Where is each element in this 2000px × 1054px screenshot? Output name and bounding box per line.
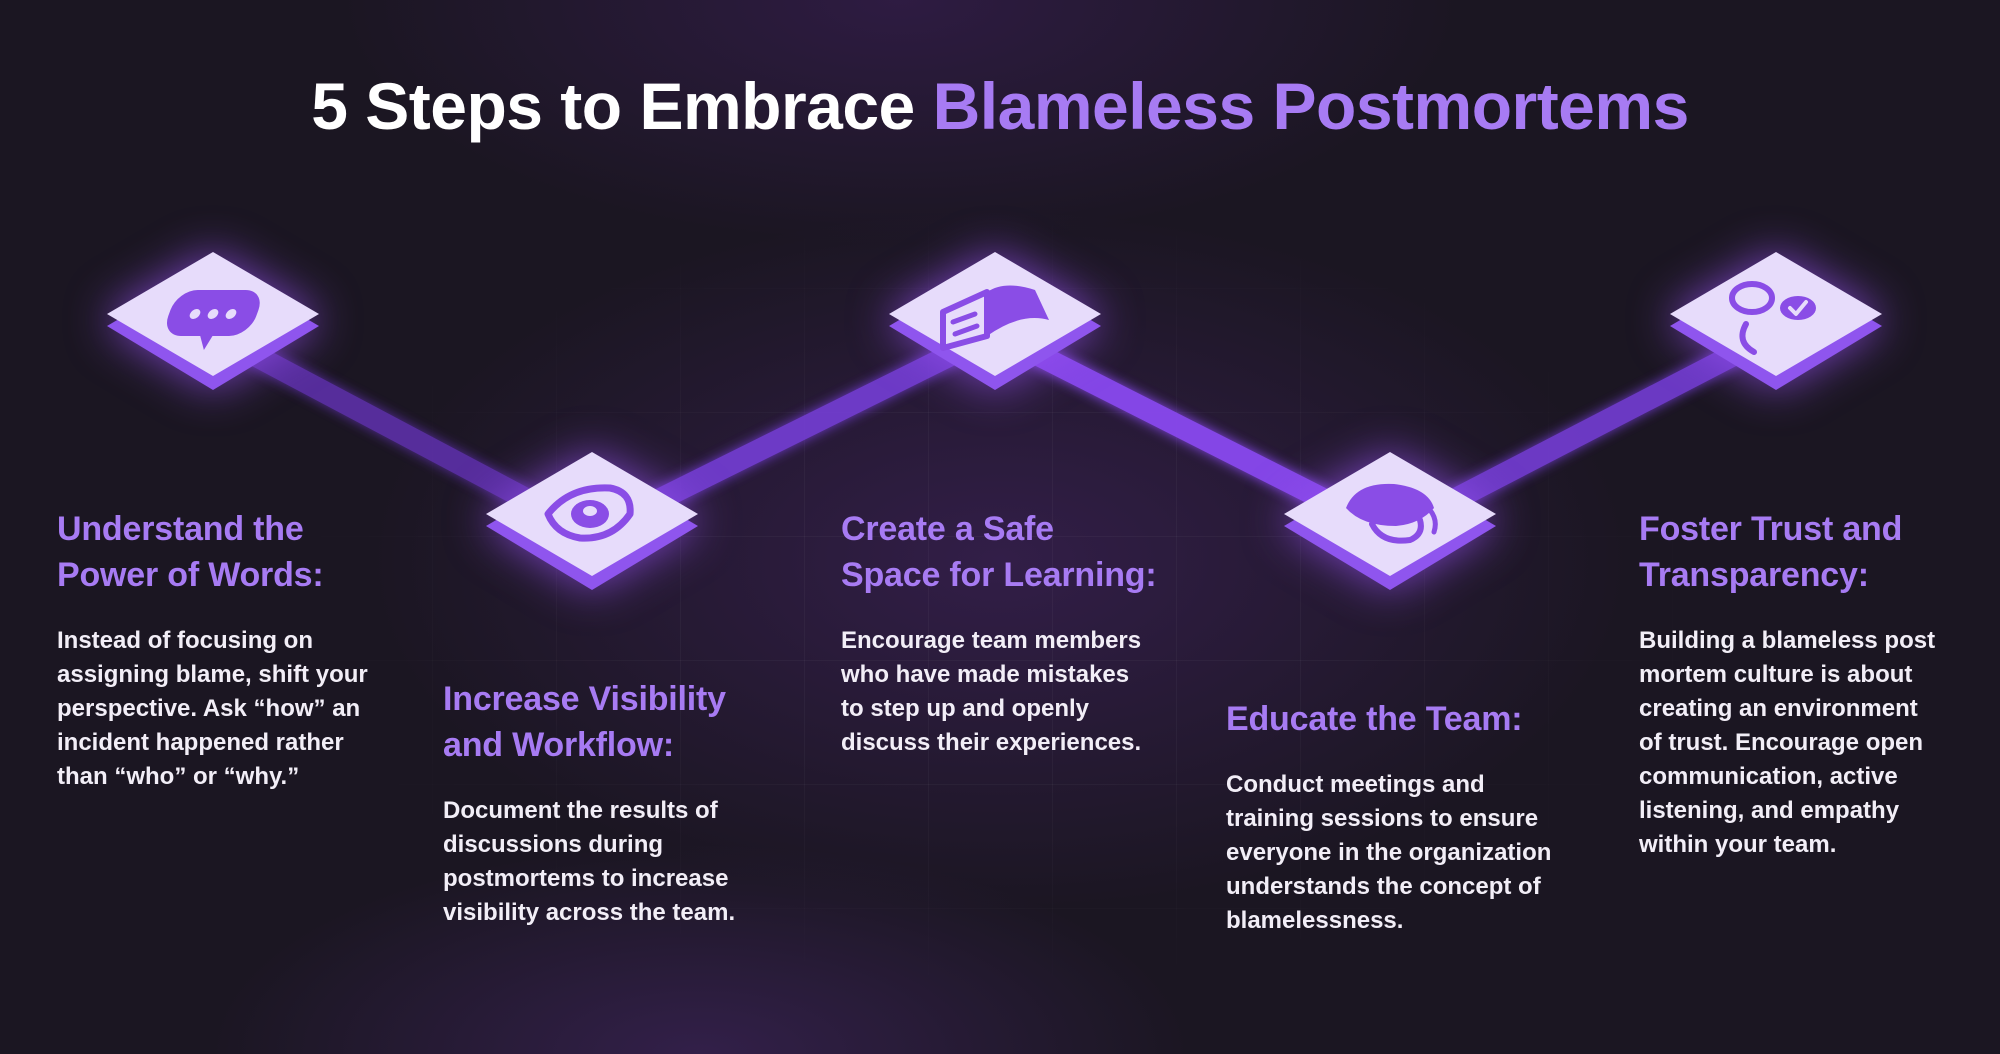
step-4-node: [1280, 452, 1500, 602]
users-check-icon: [1729, 281, 1816, 355]
step-3-node: [885, 252, 1105, 402]
tile-5: [1670, 252, 1882, 390]
step-2-node: [482, 452, 702, 602]
step-1-node: [103, 252, 323, 402]
graduation-cap-icon: [1346, 483, 1438, 544]
chat-bubble-icon: [166, 290, 260, 350]
step-4-heading: Educate the Team:: [1226, 700, 1523, 738]
title-highlight: Blameless Postmortems: [932, 69, 1690, 143]
open-book-icon: [940, 285, 1049, 351]
step-5-node: [1666, 252, 1886, 402]
page-title: 5 Steps to Embrace Blameless Postmortems: [0, 68, 2000, 144]
title-prefix: 5 Steps to Embrace: [311, 69, 915, 143]
eye-icon: [544, 484, 634, 542]
